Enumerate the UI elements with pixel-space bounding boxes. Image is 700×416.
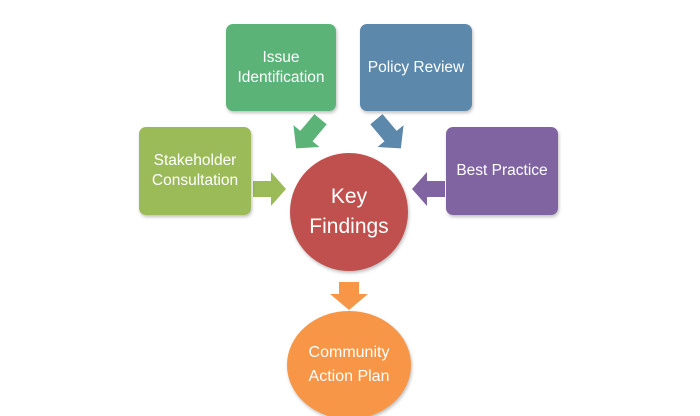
stakeholder-consultation-node: Stakeholder Consultation [139,127,251,215]
stakeholder-consultation-label: Stakeholder Consultation [151,152,239,189]
key-findings-label: Key Findings [309,185,389,238]
arrow-bestpractice-to-findings [412,172,445,206]
policy-review-label: Policy Review [367,58,465,76]
community-action-plan-label: Community Action Plan [308,344,390,385]
arrow-policy-to-findings [370,114,404,149]
best-practice-label: Best Practice [456,162,548,179]
key-findings-node: Key Findings [290,153,408,271]
issue-identification-label: Issue Identification [237,48,325,86]
community-action-plan-node: Community Action Plan [287,311,411,416]
policy-review-node: Policy Review [360,24,472,111]
arrow-stakeholder-to-findings [253,172,286,206]
arrow-findings-to-plan [330,282,368,310]
arrow-issue-to-findings [293,114,327,149]
issue-identification-node: Issue Identification [226,24,336,111]
best-practice-node: Best Practice [446,127,558,215]
